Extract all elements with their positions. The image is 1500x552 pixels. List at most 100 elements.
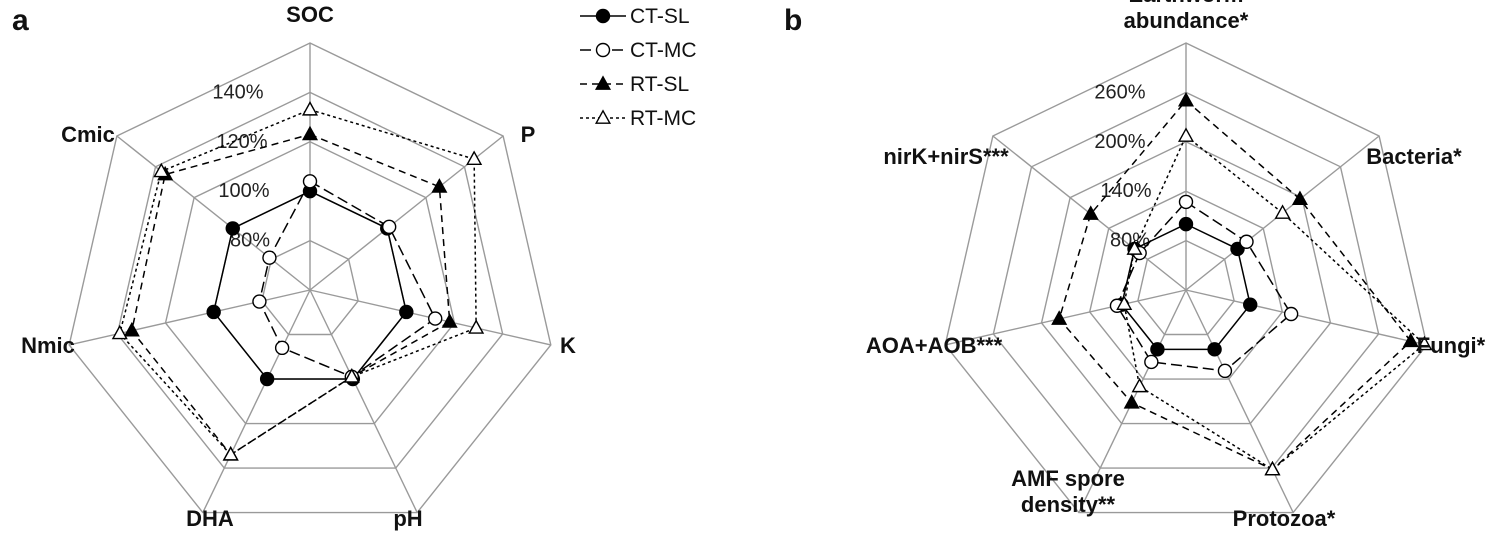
legend-marker-rt-mc xyxy=(594,109,612,124)
axis-label: AOA+AOB*** xyxy=(866,333,1003,358)
series-line-rt-mc xyxy=(1123,134,1426,471)
tick-label: 140% xyxy=(1100,180,1151,202)
data-point-rt-mc xyxy=(1264,460,1281,476)
data-point-rt-sl xyxy=(1123,394,1140,409)
data-point-rt-mc xyxy=(343,368,360,383)
radar-panel-a: 80% 100% 120% 140% SOC P KpH DHA Nmic Cmic a xyxy=(12,2,576,531)
data-point-ct-mc xyxy=(274,340,290,356)
tick-label: 200% xyxy=(1094,131,1145,153)
series-line-rt-mc xyxy=(118,108,477,456)
data-point-ct-mc xyxy=(428,311,443,326)
data-point-ct-sl xyxy=(1243,297,1258,312)
data-point-rt-sl xyxy=(301,125,319,141)
grid-spoke xyxy=(116,135,311,291)
data-point-rt-mc xyxy=(466,150,483,165)
axis-label: K xyxy=(560,333,576,358)
axis-label: Earthwormabundance* xyxy=(1124,0,1249,33)
series-line-ct-sl xyxy=(212,190,408,380)
data-point-rt-sl xyxy=(441,313,458,328)
legend-label-rt-mc: RT-MC xyxy=(630,107,696,130)
grid-ring xyxy=(1137,239,1235,336)
data-point-rt-mc xyxy=(1131,377,1148,393)
series-line-rt-sl xyxy=(130,133,451,456)
tick-label: 100% xyxy=(218,180,269,202)
data-point-ct-mc xyxy=(252,294,267,309)
axis-label: pH xyxy=(393,506,422,531)
data-point-rt-mc xyxy=(301,101,319,116)
series-line-ct-mc xyxy=(1116,200,1293,372)
data-point-rt-sl xyxy=(1291,190,1308,206)
data-point-ct-sl xyxy=(1178,216,1194,232)
tick-label: 260% xyxy=(1094,81,1145,103)
grid-ring xyxy=(1088,190,1284,380)
data-point-ct-mc xyxy=(1239,234,1254,249)
data-point-ct-mc xyxy=(302,174,318,189)
grid-ring xyxy=(944,42,1428,514)
panel-label: a xyxy=(12,4,29,37)
grid-spoke xyxy=(945,289,1187,346)
axis-label: Nmic xyxy=(21,333,75,358)
legend-label-rt-sl: RT-SL xyxy=(630,73,689,96)
data-point-rt-mc xyxy=(153,162,170,178)
axis-label: Protozoa* xyxy=(1233,506,1336,531)
data-point-ct-mc xyxy=(1178,194,1194,210)
data-point-ct-sl xyxy=(1207,342,1222,357)
tick-label: 140% xyxy=(212,81,263,103)
panel-label: b xyxy=(784,4,802,37)
data-point-rt-mc xyxy=(1274,204,1291,219)
legend-label-ct-sl: CT-SL xyxy=(630,5,690,28)
grid-spoke xyxy=(1185,289,1427,346)
legend-marker-ct-sl xyxy=(595,8,611,24)
grid-ring xyxy=(1040,141,1332,425)
data-point-rt-sl xyxy=(1051,310,1068,325)
axis-label: DHA xyxy=(186,506,234,531)
data-point-rt-mc xyxy=(111,324,128,340)
axis-label: Cmic xyxy=(61,122,115,147)
radar-panel-b: 80%140%200%260%Earthwormabundance*Bacter… xyxy=(784,0,1486,531)
data-point-ct-mc xyxy=(1217,363,1233,379)
grid-spoke xyxy=(69,289,311,346)
axis-label: Bacteria* xyxy=(1366,144,1462,169)
grid-spoke xyxy=(1185,289,1294,513)
data-point-ct-sl xyxy=(399,304,414,320)
grid-spoke xyxy=(309,289,418,513)
series-line-rt-sl xyxy=(1058,99,1412,471)
data-point-ct-mc xyxy=(1144,354,1159,370)
grid-ring xyxy=(68,42,552,514)
data-point-rt-mc xyxy=(222,446,239,461)
grid-ring xyxy=(116,91,504,469)
data-point-rt-sl xyxy=(1082,205,1099,220)
legend-marker-rt-sl xyxy=(594,75,612,90)
data-point-rt-mc xyxy=(468,319,485,334)
data-point-rt-sl xyxy=(123,322,140,337)
data-point-rt-mc xyxy=(1126,240,1143,255)
data-point-rt-mc xyxy=(1116,295,1133,310)
data-point-ct-sl xyxy=(259,371,275,387)
tick-label: 120% xyxy=(216,131,267,153)
data-point-rt-mc xyxy=(1416,335,1433,351)
legend-marker-ct-mc xyxy=(595,42,611,58)
axis-label: nirK+nirS*** xyxy=(883,144,1009,169)
data-point-ct-mc xyxy=(1283,306,1299,322)
grid-spoke xyxy=(202,289,311,513)
axis-label: P xyxy=(521,122,536,147)
data-point-ct-sl xyxy=(206,304,221,320)
axis-label: Fungi* xyxy=(1417,333,1486,358)
data-point-rt-mc xyxy=(1177,127,1195,142)
legend-label-ct-mc: CT-MC xyxy=(630,39,697,62)
legend: CT-SL CT-MC RT-SL RT-MC xyxy=(580,5,697,130)
tick-label: 80% xyxy=(230,230,270,252)
grid-ring xyxy=(164,141,456,425)
grid-ring xyxy=(261,239,359,336)
grid-ring xyxy=(992,91,1380,469)
data-point-ct-sl xyxy=(1150,342,1165,357)
data-point-rt-sl xyxy=(1177,91,1195,107)
data-point-ct-mc xyxy=(262,250,277,265)
data-point-ct-mc xyxy=(381,219,397,235)
data-point-rt-sl xyxy=(431,178,448,193)
axis-label: SOC xyxy=(286,2,334,27)
data-point-ct-sl xyxy=(225,221,240,236)
data-point-rt-sl xyxy=(1402,332,1419,348)
